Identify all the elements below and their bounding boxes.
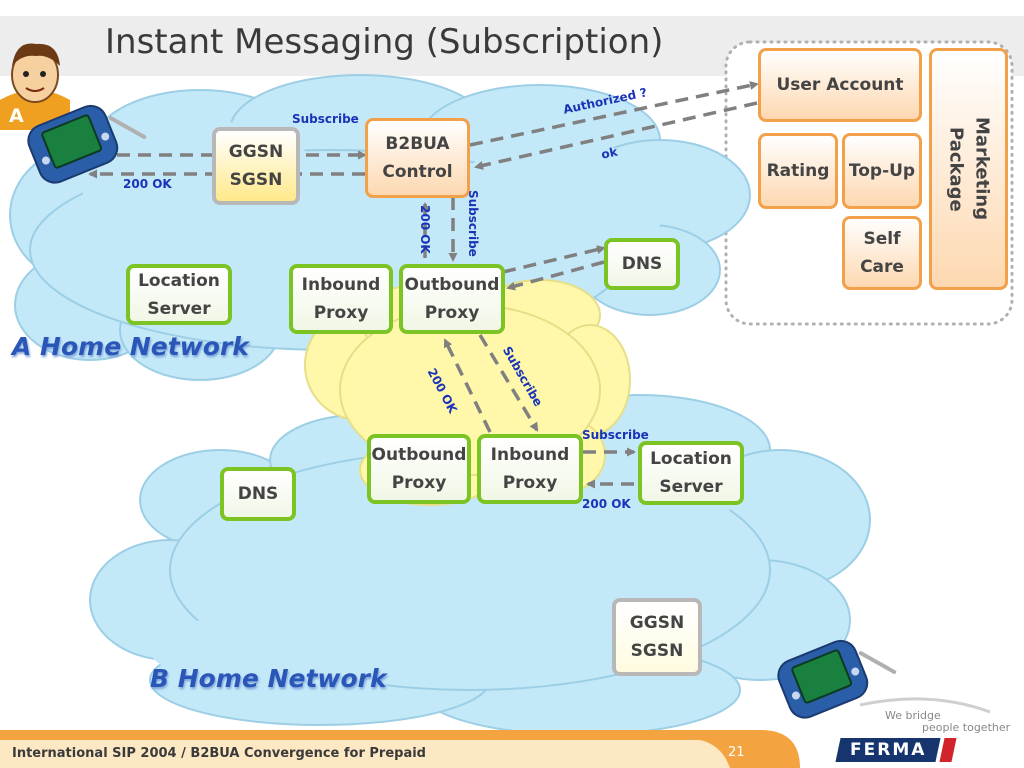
node-line-1: DNS — [237, 484, 279, 504]
pda-device-icon — [27, 104, 147, 184]
arrow-200ok-diag — [443, 338, 492, 433]
marketing-package[interactable]: Marketing Package — [929, 48, 1008, 290]
arrow-subscribe-diag — [478, 334, 539, 432]
node-line-2: Proxy — [313, 303, 369, 323]
ggsn-sgsn-b[interactable]: GGSN SGSN — [612, 598, 702, 676]
node-line-2: Proxy — [391, 473, 447, 493]
footer-text: International SIP 2004 / B2BUA Convergen… — [12, 746, 426, 761]
label-subscribe-right: Subscribe — [582, 428, 649, 442]
node-line-1: Location — [650, 449, 732, 469]
location-server-a[interactable]: Location Server — [126, 264, 232, 325]
dns-a[interactable]: DNS — [604, 238, 680, 290]
label-subscribe-vert: Subscribe — [466, 190, 480, 257]
billing-label: Rating — [766, 161, 830, 181]
user-account[interactable]: User Account — [758, 48, 922, 122]
billing-label: Top-Up — [848, 161, 916, 181]
node-line-2: Control — [382, 162, 453, 182]
arrow-ok-from-account — [474, 101, 758, 170]
node-line-1: B2BUA — [385, 134, 450, 154]
slogan-line-2: people together — [922, 721, 1011, 734]
user-label: A — [9, 105, 24, 127]
arrow-from-dns — [506, 260, 605, 291]
inbound-proxy-a[interactable]: Inbound Proxy — [289, 264, 393, 334]
node-line-1: Inbound — [490, 445, 570, 465]
b2bua-control[interactable]: B2BUA Control — [365, 118, 470, 198]
pda-device-icon-b — [777, 639, 897, 719]
arrow-to-dns — [502, 245, 606, 274]
node-line-2: Server — [659, 477, 723, 497]
network-label-b: B Home Network — [150, 664, 387, 693]
network-label-a: A Home Network — [12, 332, 249, 361]
label-subscribe-top: Subscribe — [292, 112, 359, 126]
page-title: Instant Messaging (Subscription) — [105, 22, 664, 62]
node-line-1: Outbound — [404, 275, 500, 295]
ferma-logo: FERMA — [835, 738, 941, 762]
node-line-2: Proxy — [502, 473, 558, 493]
arrow-authorized — [469, 81, 759, 147]
node-line-1: Inbound — [301, 275, 381, 295]
self-care[interactable]: Self Care — [842, 216, 922, 290]
page-number: 21 — [728, 745, 745, 760]
node-line-2: Server — [147, 298, 211, 319]
billing-label: User Account — [776, 75, 904, 95]
slogan-swoosh — [859, 697, 991, 714]
top-up[interactable]: Top-Up — [842, 133, 922, 209]
dns-b[interactable]: DNS — [220, 467, 296, 521]
label-200ok-left: 200 OK — [123, 177, 172, 191]
outbound-proxy-b[interactable]: Outbound Proxy — [367, 434, 471, 504]
node-line-1: Location — [138, 270, 220, 291]
node-line-1: Outbound — [371, 445, 467, 465]
node-line-1: GGSN — [228, 142, 284, 162]
marketing-line-1: Marketing — [971, 117, 993, 221]
label-200ok-vert: 200 OK — [418, 205, 432, 254]
billing-label-line-1: Self — [863, 229, 901, 249]
ferma-logo-text: FERMA — [849, 740, 927, 760]
ggsn-sgsn-a[interactable]: GGSN SGSN — [212, 127, 300, 205]
node-line-2: Proxy — [424, 303, 480, 323]
node-line-1: GGSN — [629, 613, 685, 633]
marketing-label: Marketing Package — [943, 117, 995, 220]
billing-label-line-2: Care — [860, 257, 904, 277]
slogan-line-1: We bridge — [885, 709, 941, 722]
location-server-b[interactable]: Location Server — [638, 441, 744, 505]
node-line-2: SGSN — [229, 170, 283, 190]
message-arrows — [88, 81, 759, 489]
node-line-2: SGSN — [630, 641, 684, 661]
marketing-line-2: Package — [945, 126, 967, 212]
inbound-proxy-b[interactable]: Inbound Proxy — [477, 434, 583, 504]
node-line-1: DNS — [621, 254, 663, 274]
outbound-proxy-a[interactable]: Outbound Proxy — [399, 264, 505, 334]
label-200ok-right: 200 OK — [582, 497, 631, 511]
rating[interactable]: Rating — [758, 133, 838, 209]
